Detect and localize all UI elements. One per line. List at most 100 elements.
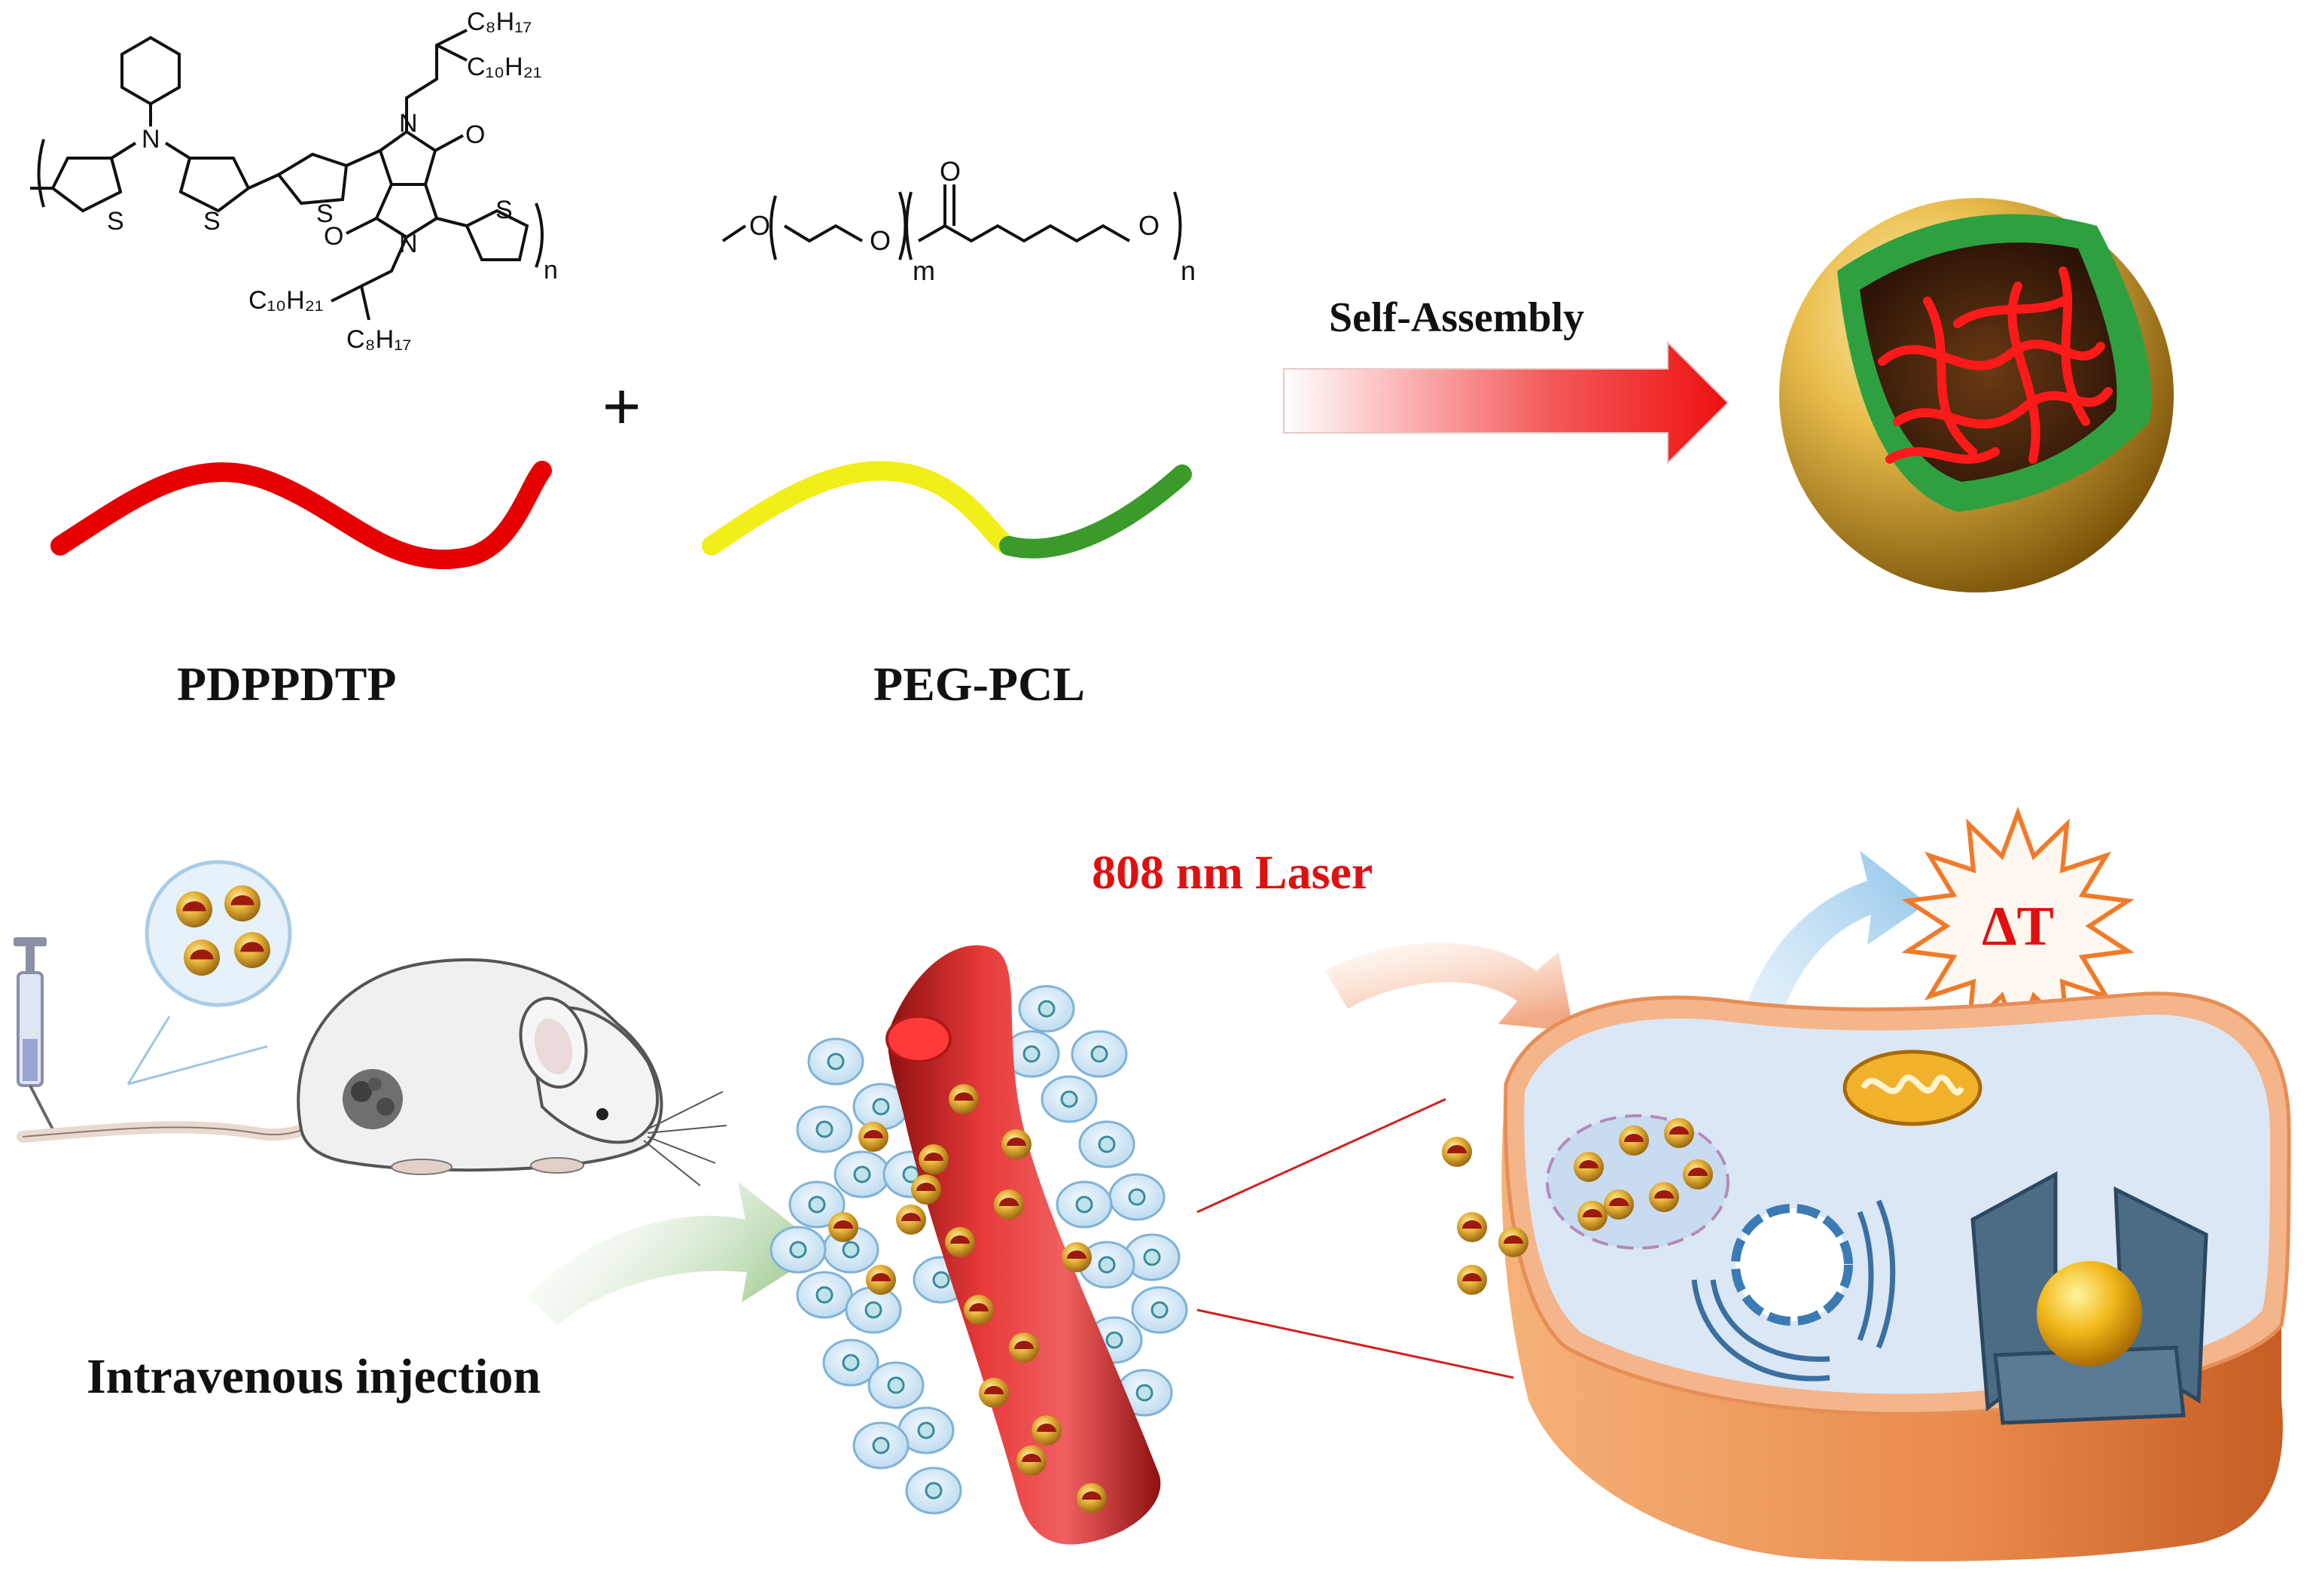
tissue-cell	[845, 1286, 902, 1334]
tissue-cell	[788, 1180, 846, 1229]
n-atom-pyrrole-1: N	[399, 109, 418, 138]
repeat-m: m	[913, 255, 935, 286]
nanoparticle-icon	[1001, 1129, 1032, 1159]
nanoparticle-icon	[1604, 1189, 1634, 1220]
o-atom-2: O	[324, 222, 343, 251]
tissue-cell	[1078, 1120, 1135, 1168]
golgi-apparatus	[1691, 1199, 1896, 1381]
pdppdtp-chain-cartoon	[50, 461, 552, 570]
tissue-cell	[1131, 1286, 1188, 1334]
tissue-cell	[807, 1037, 864, 1086]
nanoparticle-icon	[1442, 1137, 1472, 1167]
laser-arrow	[1325, 943, 1574, 1031]
nanoparticle-icon	[1664, 1118, 1694, 1148]
tissue-cell	[834, 1150, 891, 1199]
peg-pcl-atoms: O O O O m n	[749, 156, 1196, 286]
pcl-o-atom: O	[1138, 210, 1160, 241]
laser-label: 808 nm Laser	[1092, 845, 1373, 899]
tissue-cell	[867, 1361, 925, 1409]
tissue-cell	[898, 1406, 955, 1454]
n-atom-pyrrole-2: N	[399, 230, 418, 258]
syringe-icon	[14, 937, 54, 1130]
tissue-cell	[1071, 1030, 1128, 1078]
free-nanoparticles	[1442, 1137, 1528, 1295]
o-atom-1: O	[465, 120, 485, 149]
pdppdtp-atoms: N S S S S N N O O C₈H₁₇ C₁₀H₂₁ C₁₀H₂₁ C₈…	[107, 8, 558, 354]
tissue-cell	[1108, 1173, 1166, 1221]
peg-o-atom-1: O	[749, 210, 770, 241]
tissue-cell	[1018, 985, 1075, 1033]
mouse-illustration	[17, 958, 727, 1186]
cell-nanoparticles	[1574, 1118, 1713, 1231]
intravenous-injection-label: Intravenous injection	[87, 1349, 541, 1404]
c8h17-top: C₈H₁₇	[467, 8, 532, 36]
s-atom-4: S	[495, 196, 513, 224]
nanoparticle-icon	[1062, 1242, 1092, 1272]
nanoparticle-icon	[224, 885, 261, 921]
nanoparticle-icon	[234, 932, 270, 968]
plus-sign: +	[602, 369, 641, 443]
delta-t-label: ΔT	[1982, 896, 2054, 958]
tissue-cell	[796, 1271, 853, 1319]
nanoparticle-icon	[1457, 1212, 1487, 1242]
nanoparticle-icon	[1077, 1483, 1107, 1513]
tissue-cell	[796, 1105, 853, 1153]
tumor-cells	[770, 985, 1188, 1515]
c10h21-top: C₁₀H₂₁	[467, 53, 541, 81]
nanoparticle-icon	[858, 1122, 888, 1152]
nanoparticle-icon	[828, 1212, 858, 1242]
tissue-cell	[770, 1226, 827, 1274]
nanoparticle-icon	[1498, 1227, 1528, 1257]
nanoparticle-icon	[911, 1174, 941, 1205]
nanoparticle-icon	[184, 940, 220, 976]
pdppdtp-structure	[30, 29, 544, 321]
n-atom-top: N	[142, 125, 160, 154]
inset-nanoparticles	[176, 885, 270, 976]
peg-pcl-structure	[721, 184, 1182, 260]
nanoparticle-icon	[994, 1189, 1024, 1220]
nanoparticle-sphere	[1779, 198, 2174, 592]
nanoparticle-icon	[1032, 1415, 1062, 1445]
zoom-line-bottom	[1196, 1308, 1514, 1379]
nanoparticle-icon	[1009, 1333, 1039, 1363]
zoom-line-top	[1196, 1098, 1446, 1214]
nanoparticle-icon	[1683, 1159, 1713, 1189]
heat-release-arrow	[1732, 851, 1928, 1077]
tissue-cell	[852, 1421, 910, 1470]
peg-block-cartoon	[702, 461, 1019, 556]
nanoparticle-icon	[979, 1378, 1009, 1408]
nanoparticle-icon	[945, 1227, 975, 1257]
nanoparticle-icon	[1577, 1201, 1608, 1231]
tissue-cell	[905, 1467, 962, 1515]
s-atom-2: S	[203, 207, 221, 236]
nanoparticle-icon	[1619, 1125, 1649, 1156]
s-atom-1: S	[107, 207, 124, 236]
pcl-block-cartoon	[999, 464, 1192, 559]
nanoparticle-icon	[949, 1084, 979, 1114]
nanoparticle-icon	[1574, 1152, 1604, 1182]
pdppdtp-label: PDPPDTP	[177, 657, 397, 711]
peg-pcl-label: PEG-PCL	[873, 657, 1085, 711]
nanoparticle-icon	[176, 891, 212, 927]
nanoparticle-icon	[1016, 1445, 1047, 1476]
vessel-nanoparticles	[828, 1084, 1107, 1513]
tissue-cell	[1056, 1180, 1113, 1229]
s-atom-3: S	[316, 200, 334, 228]
polymer-tangle	[1878, 267, 2113, 464]
repeat-n-1: n	[544, 256, 558, 285]
delivery-arrow	[527, 1182, 824, 1325]
c8h17-bottom: C₈H₁₇	[346, 325, 411, 354]
nanoparticle-icon	[866, 1265, 896, 1295]
c10h21-bottom: C₁₀H₂₁	[248, 286, 323, 315]
mitochondrion	[1842, 1049, 1982, 1126]
tissue-cell	[822, 1339, 879, 1387]
nanoparticle-icon	[1457, 1265, 1487, 1295]
peg-o-atom-2: O	[870, 225, 891, 256]
self-assembly-label: Self-Assembly	[1329, 294, 1584, 341]
self-assembly-arrow	[1283, 340, 1730, 465]
nucleus	[1970, 1171, 2208, 1425]
nanoparticle-icon	[919, 1144, 949, 1174]
nanoparticle-icon	[896, 1205, 926, 1235]
repeat-n-2: n	[1181, 255, 1196, 286]
